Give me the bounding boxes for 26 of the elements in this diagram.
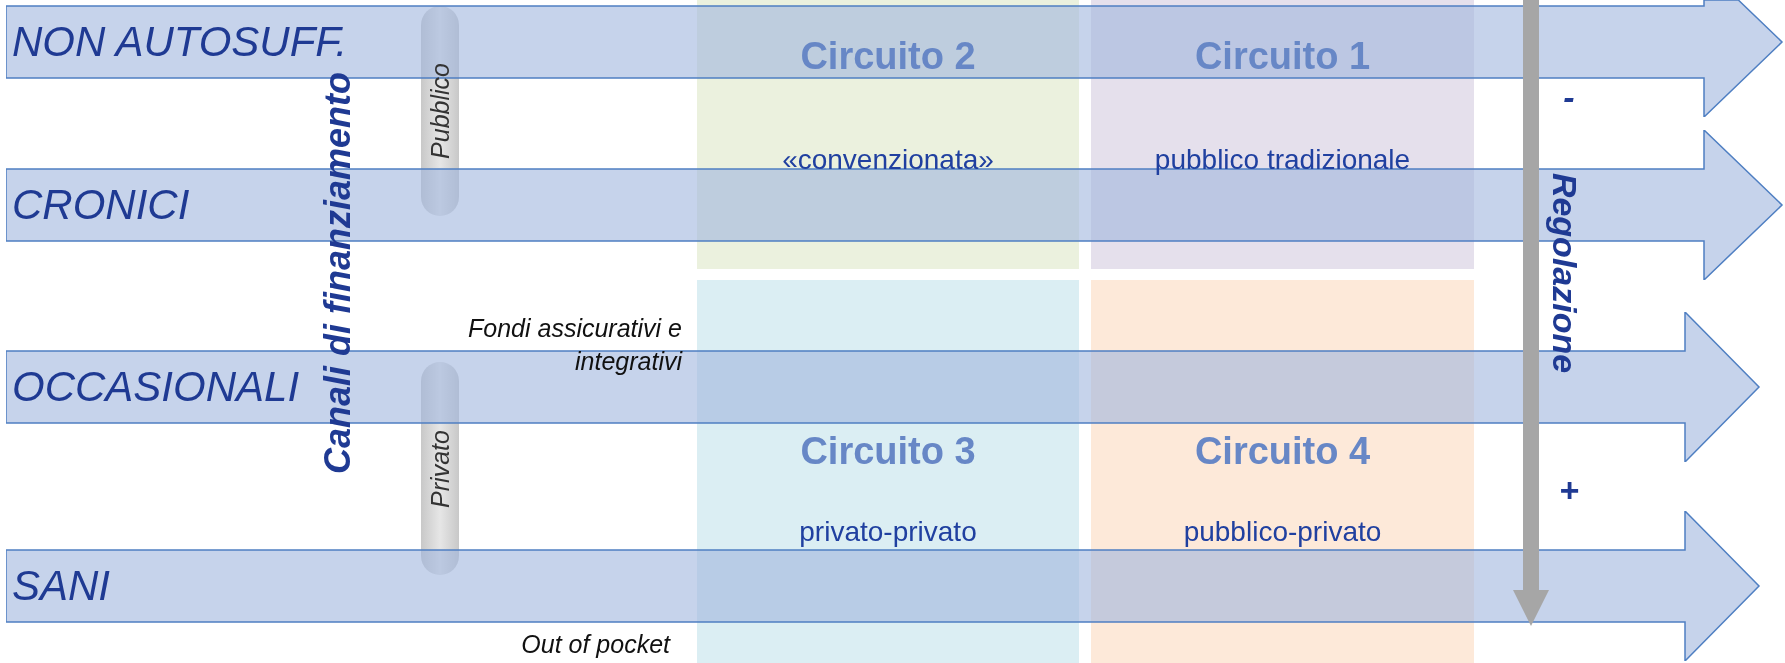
- circuit-subtitle: pubblico tradizionale: [1153, 143, 1412, 177]
- axis-title: Regolazione: [1545, 172, 1586, 374]
- funding-note: Fondi assicurativi e integrativi: [467, 313, 682, 377]
- circuit-subtitle: pubblico-privato: [1182, 515, 1383, 549]
- row-label: CRONICI: [12, 180, 190, 230]
- scale-sign: +: [1559, 469, 1579, 511]
- quadrant-panel: [697, 280, 1079, 663]
- axis-title: Canali di finanziamento: [315, 72, 359, 474]
- circuit-title: Circuito 2: [799, 34, 977, 80]
- row-label: NON AUTOSUFF.: [12, 17, 348, 67]
- channel-label: Privato: [425, 429, 455, 508]
- circuit-subtitle: privato-privato: [798, 515, 978, 549]
- row-label: OCCASIONALI: [12, 362, 300, 412]
- circuit-subtitle: «convenzionata»: [781, 143, 995, 177]
- funding-note: Out of pocket: [520, 629, 670, 660]
- channel-pill: [421, 362, 459, 575]
- channel-label: Pubblico: [425, 63, 455, 159]
- circuit-title: Circuito 3: [799, 429, 977, 475]
- channel-pill: [421, 6, 459, 216]
- quadrant-panel: [697, 0, 1079, 269]
- scale-sign: -: [1563, 76, 1575, 118]
- circuit-title: Circuito 4: [1193, 429, 1372, 475]
- circuit-title: Circuito 1: [1193, 34, 1372, 80]
- row-label: SANI: [12, 561, 111, 611]
- quadrant-panel: [1091, 280, 1474, 663]
- quadrant-panel: [1091, 0, 1474, 269]
